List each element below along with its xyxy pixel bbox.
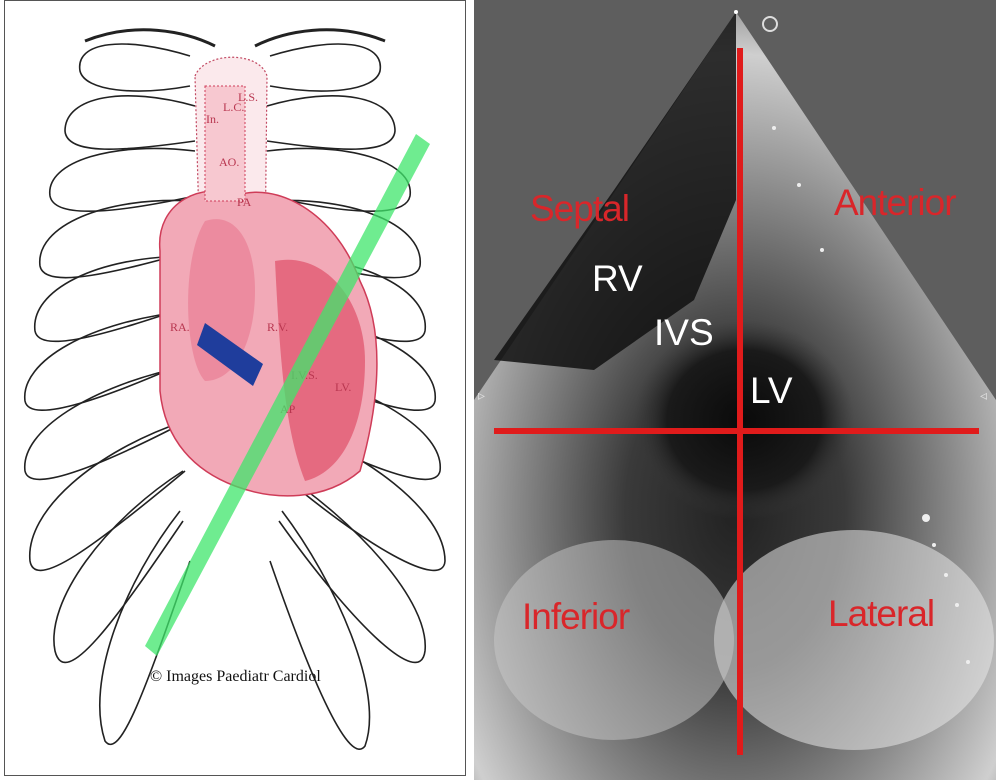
right-clavicle — [255, 30, 385, 46]
label-ivs: IVS — [654, 312, 714, 354]
illustration-frame: In. L.C. L.S. AO. PA RA. R.V. I.V.S. LV.… — [4, 0, 466, 776]
label-rv: RV — [592, 258, 643, 300]
label-lv: LV — [750, 370, 793, 412]
apex-dot — [734, 10, 738, 14]
left-clavicle — [85, 30, 215, 46]
label-ao: AO. — [219, 155, 239, 169]
label-rv: R.V. — [267, 320, 288, 334]
orientation-marker-icon — [763, 17, 777, 31]
label-ls: L.S. — [238, 90, 258, 104]
bright-wall-lower — [714, 530, 994, 750]
bright-wall-left — [494, 540, 734, 740]
label-pa: PA — [237, 195, 252, 209]
chest-illustration: In. L.C. L.S. AO. PA RA. R.V. I.V.S. LV.… — [5, 1, 465, 775]
left-edge-marker-icon: ▹ — [478, 388, 485, 404]
label-inferior: Inferior — [522, 596, 629, 638]
label-lv: LV. — [335, 380, 351, 394]
label-anterior: Anterior — [834, 182, 956, 224]
label-ra: RA. — [170, 320, 190, 334]
echocardiogram-panel: Septal Anterior Inferior Lateral RV IVS … — [474, 0, 996, 780]
label-septal: Septal — [530, 188, 629, 230]
label-in: In. — [206, 112, 219, 126]
echo-image — [474, 0, 996, 780]
label-lateral: Lateral — [828, 593, 934, 635]
right-edge-marker-icon: ◃ — [980, 388, 987, 404]
anatomy-illustration-panel: In. L.C. L.S. AO. PA RA. R.V. I.V.S. LV.… — [0, 0, 470, 780]
copyright-caption: © Images Paediatr Cardiol — [150, 668, 321, 686]
